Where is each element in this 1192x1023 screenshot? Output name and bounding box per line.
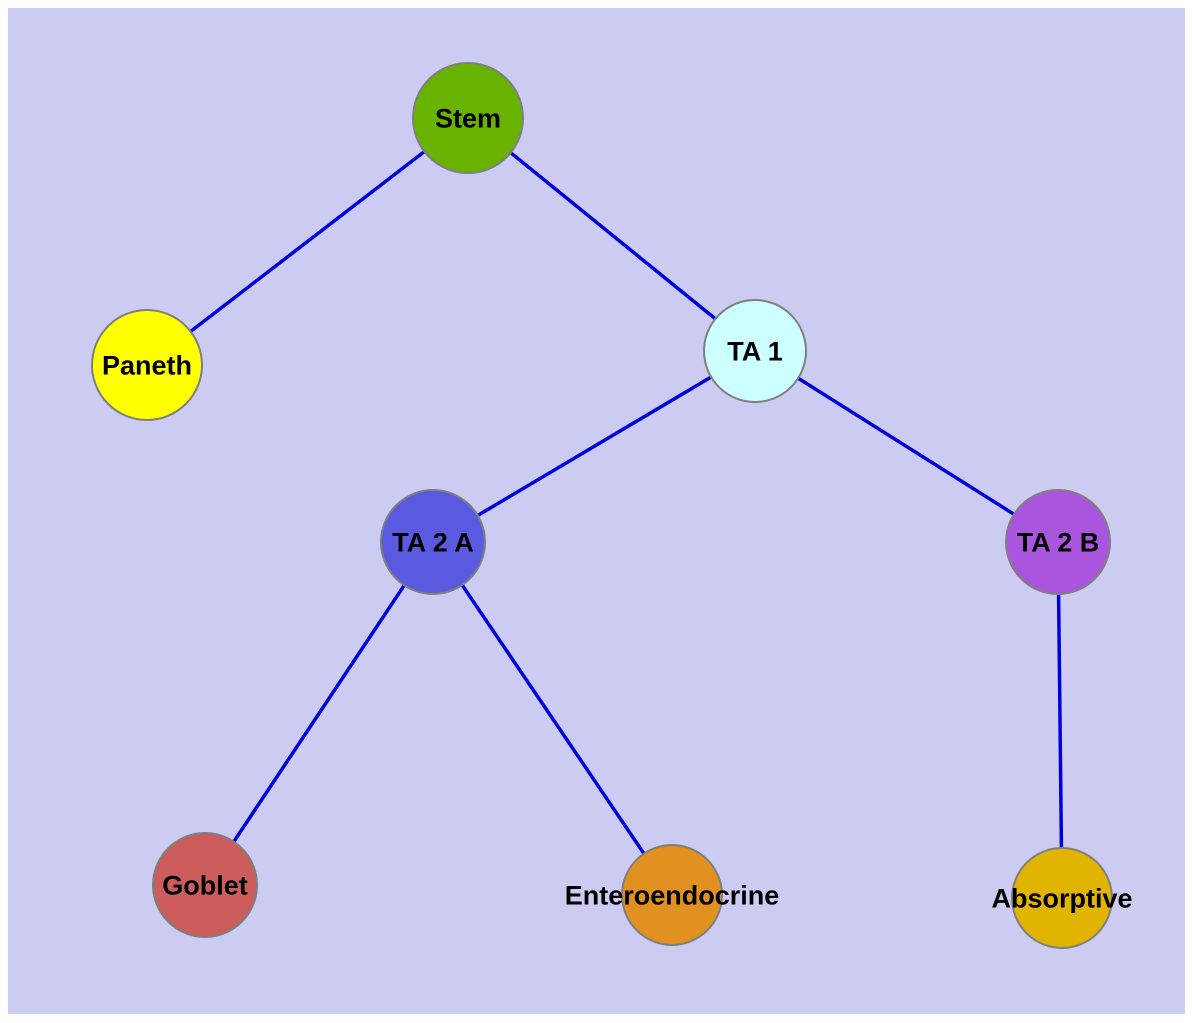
node-circle-goblet[interactable]	[152, 832, 258, 938]
node-circle-enteroendocrine[interactable]	[621, 844, 723, 946]
node-label-enteroendocrine: Enteroendocrine	[565, 880, 780, 910]
node-label-ta2a: TA 2 A	[392, 527, 474, 557]
edge-ta1-ta2b	[754, 349, 1059, 544]
node-circle-ta2a[interactable]	[380, 489, 486, 595]
node-circle-ta1[interactable]	[703, 299, 807, 403]
node-ta2a[interactable]: TA 2 A	[380, 489, 486, 595]
edge-ta2a-enteroendocrine	[431, 541, 674, 896]
edge-stem-ta1	[466, 116, 757, 353]
node-label-paneth: Paneth	[102, 350, 192, 380]
node-label-ta1: TA 1	[727, 336, 783, 366]
node-ta1[interactable]: TA 1	[703, 299, 807, 403]
edge-stem-paneth	[145, 116, 470, 367]
edge-ta2a-goblet	[203, 541, 435, 886]
node-paneth[interactable]: Paneth	[91, 309, 203, 421]
node-circle-ta2b[interactable]	[1005, 489, 1111, 595]
node-circle-absorptive[interactable]	[1011, 847, 1113, 949]
node-label-stem: Stem	[435, 103, 501, 133]
node-goblet[interactable]: Goblet	[152, 832, 258, 938]
node-ta2b[interactable]: TA 2 B	[1005, 489, 1111, 595]
edge-ta1-ta2a	[432, 349, 756, 544]
node-enteroendocrine[interactable]: Enteroendocrine	[565, 844, 780, 946]
node-absorptive[interactable]: Absorptive	[991, 847, 1133, 949]
node-label-ta2b: TA 2 B	[1017, 527, 1100, 557]
edge-ta2b-absorptive	[1056, 541, 1064, 899]
node-label-goblet: Goblet	[162, 870, 248, 900]
node-circle-stem[interactable]	[412, 62, 524, 174]
node-stem[interactable]: Stem	[412, 62, 524, 174]
node-circle-paneth[interactable]	[91, 309, 203, 421]
node-label-absorptive: Absorptive	[991, 883, 1132, 913]
